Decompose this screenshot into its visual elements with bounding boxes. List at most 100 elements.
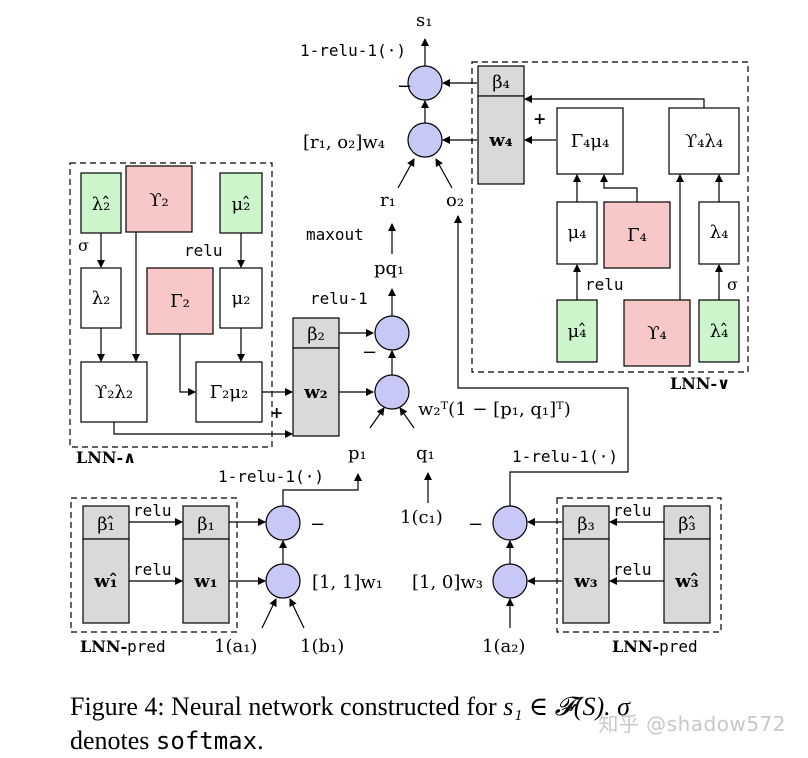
and-relu-label: relu: [184, 241, 223, 260]
caption-period: .: [257, 726, 264, 755]
caption-line-1: Figure 4: Neural network constructed for…: [70, 690, 790, 724]
mu2-box: [219, 267, 263, 329]
w1-text: w₁: [193, 571, 217, 592]
minus-right: −: [468, 514, 483, 535]
caption-formula: s₁ ∈ 𝓕(S). σ: [503, 692, 630, 721]
neuron-pred-left-sum: [265, 563, 301, 599]
beta2-text: β₂: [307, 324, 325, 345]
upsilon2-text: ϒ₂: [149, 190, 169, 211]
upsilon2-box: [125, 165, 193, 233]
one-c1-label: 1(c₁): [400, 507, 443, 528]
lnn-pred-left-frame: [70, 497, 238, 633]
network-diagram: λ₂̂ ϒ₂ μ₂̂ σ relu λ₂ Γ₂ μ₂ ϒ₂λ₂ Γ₂μ₂ β₂ …: [69, 10, 749, 657]
beta1-box: [182, 505, 230, 540]
neuron-pred-right-bias: [492, 505, 528, 541]
relu1-right-label: 1-relu-1(·): [512, 447, 618, 466]
mu4-hat-box: [556, 299, 598, 363]
s1-label: s₁: [416, 10, 432, 31]
beta3-hat-text: β₃̂: [678, 514, 696, 535]
lambda4-hat-text: λ₄̂: [710, 321, 729, 342]
lnn-or-frame: [471, 61, 749, 373]
pq1-label: pq₁: [374, 258, 404, 279]
w3-text: w₃: [573, 571, 597, 592]
mu4-hat-text: μ₄̂: [568, 321, 587, 342]
minus-top: −: [397, 76, 412, 97]
beta1-text: β₁: [197, 514, 215, 535]
a1-label: 1(a₁): [214, 636, 257, 657]
relu1-left-label: 1-relu-1(·): [218, 467, 324, 486]
watermark: 知乎 @shadow572: [598, 712, 786, 736]
lnn-and-label: LNN-∧: [76, 448, 136, 467]
minus-mid: −: [362, 342, 377, 363]
upsilon4-lambda4-box: [668, 107, 740, 175]
relu1-mid-label: relu-1: [310, 289, 368, 308]
plus-w4: +: [533, 109, 546, 128]
beta1-hat-text: β₁̂: [97, 514, 115, 535]
lambda2-box: [80, 267, 122, 329]
gamma4-mu4-text: Γ₄μ₄: [571, 131, 610, 152]
beta4-box: [477, 65, 525, 97]
caption-softmax: softmax: [155, 727, 258, 755]
pred-left-relu-bottom: relu: [133, 560, 172, 579]
relu1-top-label: 1-relu-1(·): [300, 41, 406, 60]
neuron-pred-right-sum: [492, 563, 528, 599]
lnn-or-label: LNN-∨: [670, 374, 730, 393]
w1-hat-box: [82, 538, 130, 624]
gamma2-text: Γ₂: [170, 291, 190, 312]
w3-input-label: [1, 0]w₃: [412, 572, 483, 593]
neuron-and-bias: [374, 315, 410, 351]
b1-label: 1(b₁): [300, 636, 344, 657]
figure-caption: Figure 4: Neural network constructed for…: [70, 690, 790, 758]
pred-right-relu-bottom: relu: [613, 560, 652, 579]
minus-left: −: [310, 514, 325, 535]
lambda2-hat-text: λ₂̂: [92, 194, 111, 215]
mu2-hat-box: [219, 172, 263, 234]
w3-hat-box: [663, 538, 711, 624]
or-sigma-label: σ: [727, 275, 738, 294]
w4-text: w₄: [488, 130, 512, 151]
lambda4-text: λ₄: [710, 222, 729, 243]
beta4-text: β₄: [492, 72, 510, 93]
upsilon4-lambda4-text: ϒ₄λ₄: [685, 131, 723, 152]
gamma2-box: [146, 267, 214, 335]
upsilon2-lambda2-text: ϒ₂λ₂: [95, 382, 133, 403]
w3-box: [562, 538, 610, 624]
neuron-or-sum: [407, 122, 443, 158]
w1-input-label: [1, 1]w₁: [312, 572, 383, 593]
beta1-hat-box: [82, 505, 130, 540]
r1-label: r₁: [380, 190, 396, 211]
lambda4-hat-box: [698, 299, 740, 363]
beta3-text: β₃: [577, 514, 595, 535]
w2-text: w₂: [303, 382, 327, 403]
lnn-and-frame: [69, 162, 273, 448]
w3-hat-text: w₃̂: [674, 571, 698, 592]
w2-box: [292, 347, 340, 437]
mu4-text: μ₄: [568, 222, 587, 243]
maxout-label: maxout: [306, 225, 364, 244]
neuron-and-sum: [374, 374, 410, 410]
lnn-pred-right-frame: [556, 497, 722, 633]
r1o2-w4-label: [r₁, o₂]w₄: [303, 132, 385, 153]
lnn-pred-right-label: LNN-pred: [612, 637, 698, 656]
mu2-hat-text: μ₂̂: [232, 194, 251, 215]
mu2-text: μ₂: [232, 288, 251, 309]
caption-line-2: denotes softmax.: [70, 724, 790, 758]
mu4-box: [556, 201, 598, 265]
or-relu-label: relu: [585, 275, 624, 294]
q1-label: q₁: [416, 443, 435, 464]
o2-label: o₂: [446, 190, 464, 211]
w1-hat-text: w₁̂: [93, 571, 117, 592]
and-sigma-label: σ: [78, 236, 89, 255]
w2T-label: w₂ᵀ(1 − [p₁, q₁]ᵀ): [418, 399, 571, 420]
lambda2-text: λ₂: [92, 288, 111, 309]
gamma2-mu2-text: Γ₂μ₂: [210, 382, 249, 403]
p1-label: p₁: [348, 443, 367, 464]
lnn-pred-left-label: LNN-pred: [80, 637, 166, 656]
pred-right-relu-top: relu: [613, 501, 652, 520]
neuron-or-bias: [407, 65, 443, 101]
caption-prefix: Figure 4: Neural network constructed for: [70, 692, 504, 721]
lambda2-hat-box: [80, 172, 122, 234]
neuron-pred-left-bias: [265, 505, 301, 541]
gamma4-mu4-box: [556, 107, 624, 175]
plus-w2: +: [270, 403, 283, 422]
